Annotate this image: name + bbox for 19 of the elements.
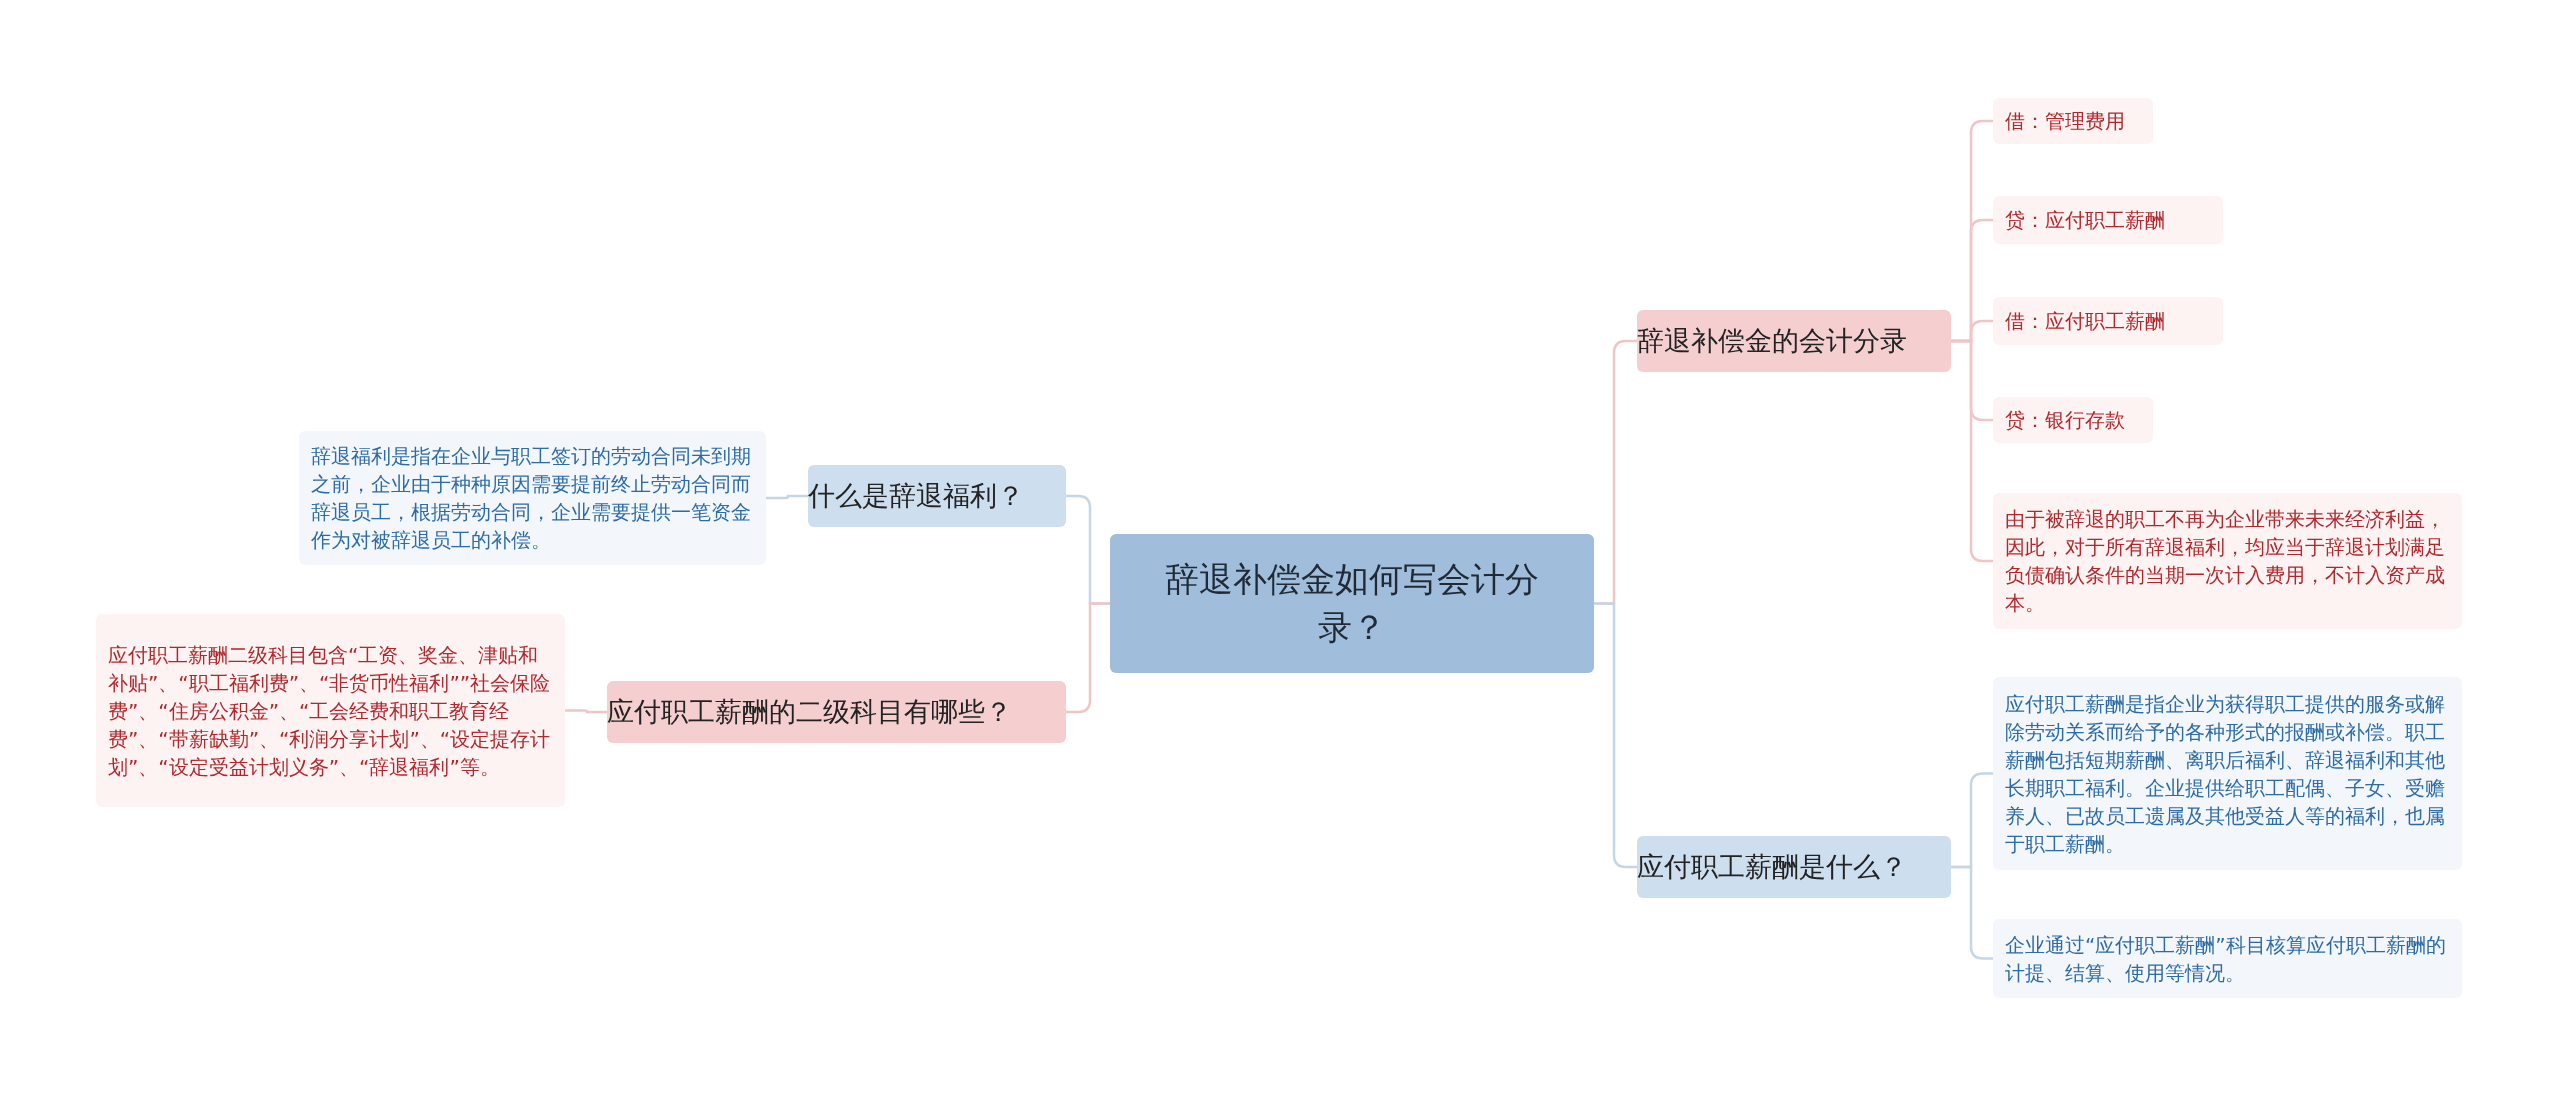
- branch-topic: 辞退补偿金的会计分录: [1637, 310, 1951, 372]
- text-card: 企业通过“应付职工薪酬”科目核算应付职工薪酬的计提、结算、使用等情况。: [1993, 919, 2462, 998]
- connector-line: [766, 494, 808, 500]
- text-card: 应付职工薪酬二级科目包含“工资、奖金、津贴和补贴”、“职工福利费”、“非货币性福利””社会保险费”、“住房公积金”、“工会经费和职工教育经费”、“带薪缺勤”、“利润分享计划”、“设定提存计划”、“设定受益计划义务”、“辞退福利”等。: [96, 614, 565, 807]
- text-card: 贷：银行存款: [1993, 397, 2153, 443]
- text-card: 借：管理费用: [1993, 98, 2153, 144]
- text-card: 辞退福利是指在企业与职工签订的劳动合同未到期之前，企业由于种种原因需要提前终止劳动合同而辞退员工，根据劳动合同，企业需要提供一笔资金作为对被辞退员工的补偿。: [299, 431, 766, 565]
- text-card: 由于被辞退的职工不再为企业带来未来经济利益，因此，对于所有辞退福利，均应当于辞退计划满足负债确认条件的当期一次计入费用，不计入资产成本。: [1993, 493, 2462, 629]
- connector-line: [1951, 865, 1993, 960]
- connector-line: [1066, 602, 1110, 714]
- connector-line: [1594, 602, 1637, 869]
- text-card: 贷：应付职工薪酬: [1993, 196, 2223, 244]
- text-card: 应付职工薪酬是指企业为获得职工提供的服务或解除劳动关系而给予的各种形式的报酬或补偿。职工薪酬包括短期薪酬、离职后福利、辞退福利和其他长期职工福利。企业提供给职工配偶、子女、受赡养人、已故员工遗属及其他受益人等的福利，也属于职工薪酬。: [1993, 677, 2462, 870]
- branch-topic: 什么是辞退福利？: [808, 465, 1066, 527]
- text-card: 借：应付职工薪酬: [1993, 297, 2223, 345]
- branch-topic: 应付职工薪酬的二级科目有哪些？: [607, 681, 1066, 743]
- connector-line: [565, 709, 607, 714]
- central-topic: 辞退补偿金如何写会计分录？: [1110, 534, 1594, 673]
- branch-topic: 应付职工薪酬是什么？: [1637, 836, 1951, 898]
